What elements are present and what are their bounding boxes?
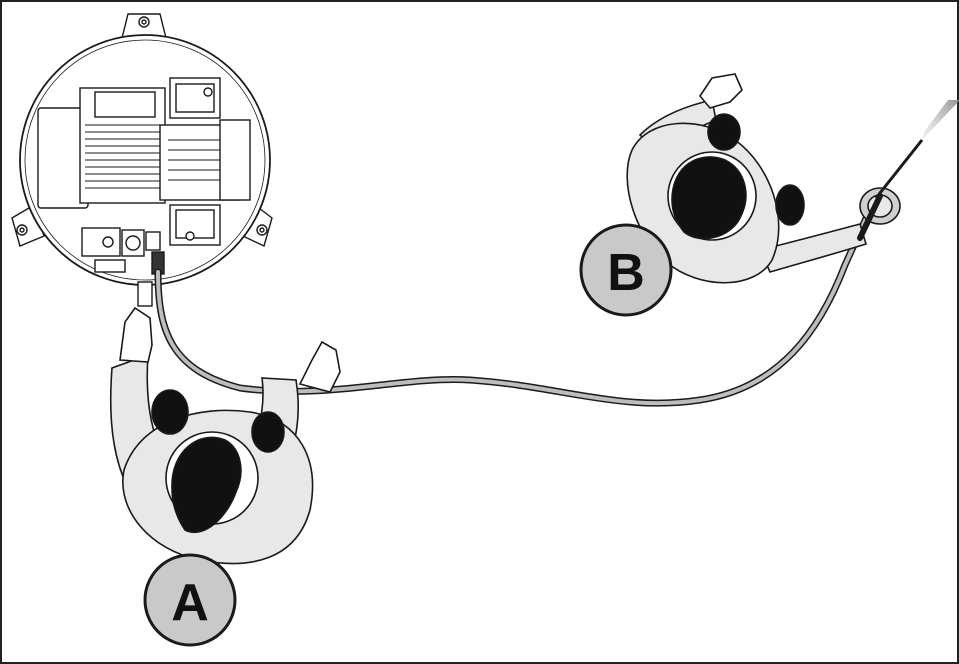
- spray-gun-icon: [857, 100, 959, 241]
- label-b: B: [607, 244, 645, 302]
- operator-b-icon: [626, 73, 867, 284]
- machine-icon: [11, 13, 273, 307]
- label-a: A: [171, 574, 209, 632]
- badge-a: A: [143, 553, 237, 647]
- operator-a-icon: [109, 306, 341, 565]
- badge-b: B: [579, 223, 673, 317]
- hose: [154, 201, 876, 407]
